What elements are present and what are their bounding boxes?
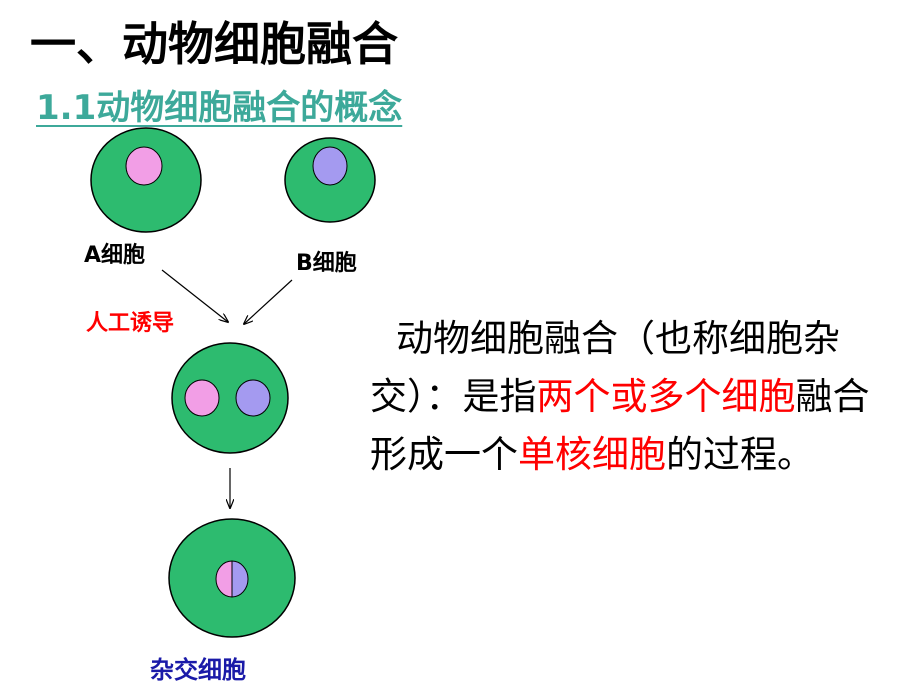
- definition-text: 动物细胞融合（也称细胞杂交）：是指两个或多个细胞融合形成一个单核细胞的过程。: [370, 310, 900, 484]
- hybrid-nucleus-right-half: [231, 560, 249, 598]
- page-title: 一、动物细胞融合: [30, 17, 398, 71]
- fused-nucleus-b: [235, 379, 271, 417]
- definition-highlight-2: 单核细胞: [518, 433, 666, 476]
- definition-highlight-1: 两个或多个细胞: [536, 375, 796, 418]
- hybrid-cell: [168, 518, 296, 638]
- cell-a-nucleus: [125, 146, 163, 186]
- cell-b-nucleus: [312, 146, 348, 186]
- definition-part-2: 融合形成一个: [370, 375, 870, 476]
- fused-cell-cytoplasm: [171, 342, 289, 454]
- arrow-from-b: [244, 279, 293, 324]
- fused-cell: [171, 342, 289, 454]
- section-subtitle: 1.1动物细胞融合的概念: [36, 88, 403, 128]
- hybrid-cell-label: 杂交细胞: [150, 656, 246, 684]
- cell-b-label: B细胞: [296, 250, 357, 276]
- arrow-from-a: [161, 269, 228, 322]
- cell-b: [284, 137, 376, 223]
- definition-part-3: 的过程。: [666, 433, 814, 476]
- cell-a: [90, 127, 202, 233]
- definition-part-1: 动物细胞融合（也称细胞杂交）：是指: [370, 317, 840, 418]
- hybrid-nucleus-left-half: [215, 560, 233, 598]
- fused-nucleus-a: [184, 379, 220, 417]
- cell-a-label: A细胞: [84, 242, 145, 268]
- induction-label: 人工诱导: [86, 311, 174, 336]
